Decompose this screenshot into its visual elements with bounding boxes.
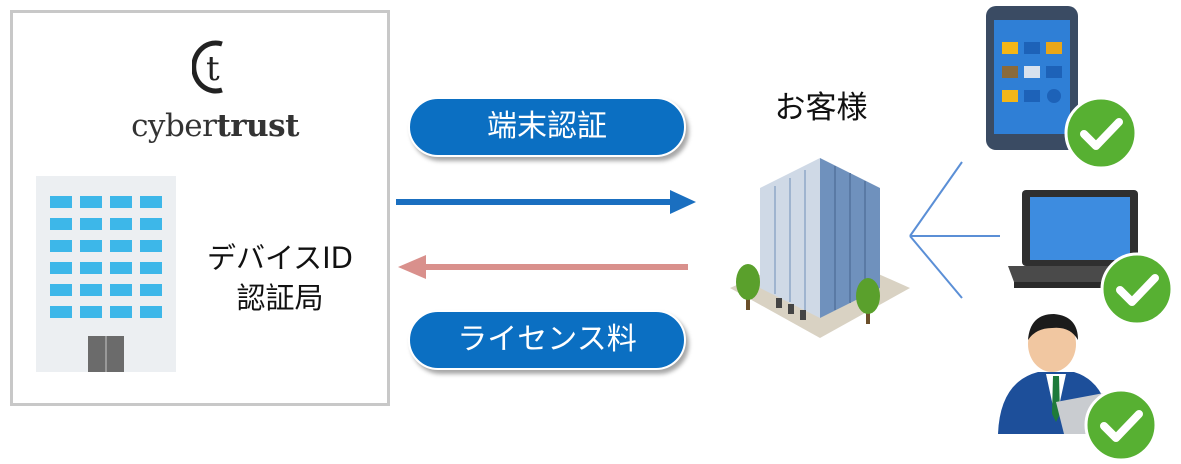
flow-arrows [396,190,696,279]
logo-word-light: cyber [131,108,217,144]
cybertrust-logo-text: cybertrust [120,108,310,144]
license-fee-pill: ライセンス料 [408,310,686,370]
tree-icon [736,264,760,310]
tablet-icon [986,6,1078,150]
label-line-2: 認証局 [236,281,324,315]
arrow-to-provider [398,255,688,279]
connection-lines [909,161,1000,299]
office-tower-icon [730,158,910,338]
tree-icon [856,278,880,324]
checkmark-icon [1064,96,1138,170]
svg-text:t: t [206,49,220,89]
building-icon [36,176,176,372]
logo-word-bold: trust [216,108,299,144]
cybertrust-logo-icon: t [192,40,223,94]
device-authentication-pill: 端末認証 [408,97,686,157]
certificate-authority-label: デバイスID 認証局 [180,238,380,318]
checkmark-icon [1084,388,1158,462]
arrow-to-customer [396,190,696,214]
checkmark-icon [1100,252,1174,326]
label-line-1: デバイスID [206,241,353,275]
customer-label: お客様 [774,90,868,126]
